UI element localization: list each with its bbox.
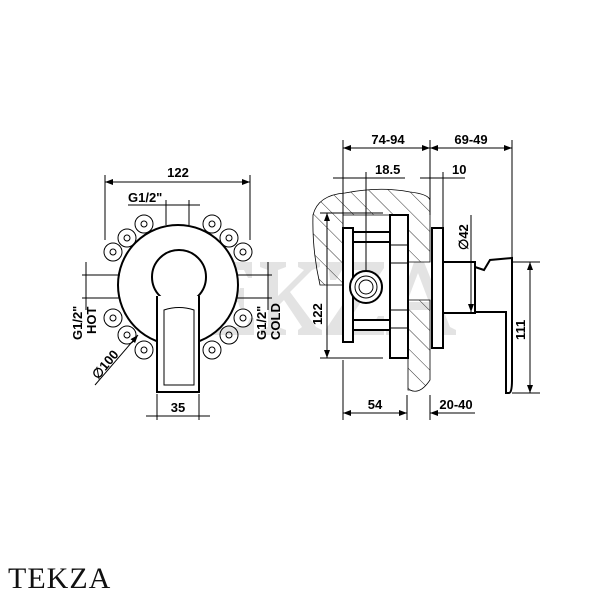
spindle — [442, 261, 476, 314]
hot-size-label: G1/2" — [70, 306, 85, 340]
handle-hub — [151, 249, 207, 305]
lever-width-dim: 35 — [171, 400, 185, 415]
wall-range-dim: 20-40 — [439, 397, 472, 412]
plate-diameter-dim: ∅100 — [89, 347, 122, 382]
brand-logo: TEKZA — [8, 562, 112, 595]
hot-label: HOT — [84, 307, 99, 335]
side-lever — [474, 256, 513, 394]
wall-section-bottom — [407, 299, 431, 392]
mounting-lugs — [103, 214, 253, 360]
plate-thickness-dim: 10 — [452, 162, 466, 177]
cold-size-label: G1/2" — [254, 306, 269, 340]
depth-dim: 74-94 — [371, 132, 405, 147]
spindle-diameter-dim: ∅42 — [456, 224, 471, 250]
front-view: 122 G1/2" G1/2" HOT G1/2" COLD ∅100 35 — [70, 165, 283, 420]
body-depth-dim: 54 — [368, 397, 383, 412]
lever — [156, 296, 200, 393]
cold-label: COLD — [268, 303, 283, 340]
inlet-spacing-dim: G1/2" — [128, 190, 162, 205]
projection-dim: 69-49 — [454, 132, 487, 147]
lever-height-dim: 111 — [513, 320, 528, 340]
front-width-dim: 122 — [167, 165, 189, 180]
side-view: 74-94 69-49 18.5 10 122 ∅42 111 54 20-40 — [310, 132, 540, 420]
body-height-dim: 122 — [310, 303, 325, 325]
offset-dim: 18.5 — [375, 162, 400, 177]
